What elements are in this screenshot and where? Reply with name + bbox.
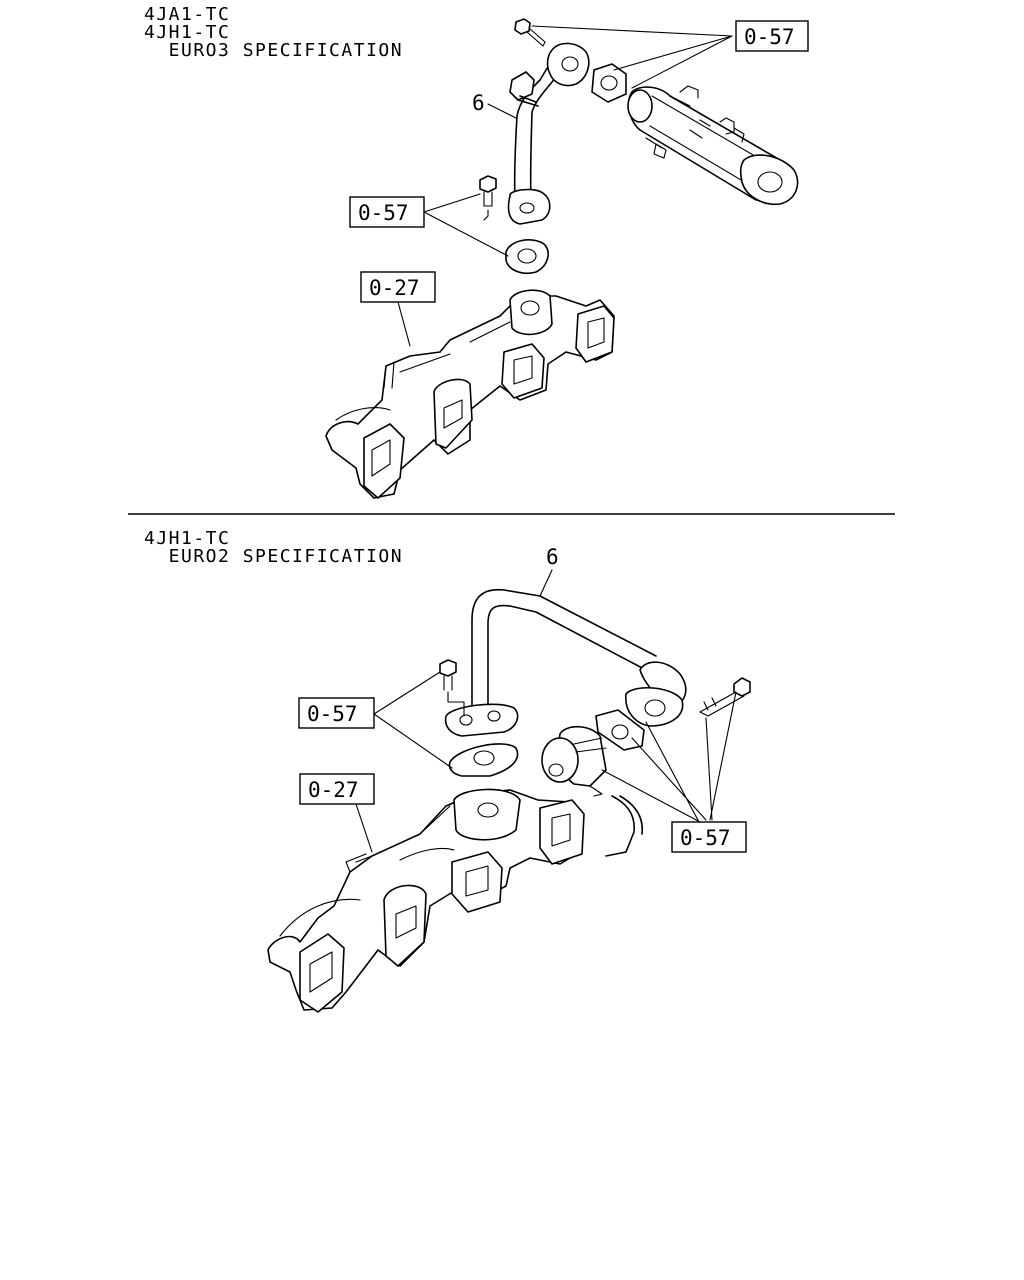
bottom-section: 4JH1-TC EURO2 SPECIFICATION 6 0-57 (144, 528, 751, 1013)
bottom-ref-valve-hardware: 0-57 (601, 691, 747, 853)
top-egr-pipe: 6 (472, 42, 590, 225)
top-flange-bolt (479, 175, 497, 221)
top-ref-bolts-gasket: 0-57 (531, 20, 809, 89)
top-egr-cooler (627, 85, 799, 206)
top-small-bolt (514, 18, 546, 47)
top-ref-bolts-gasket-label: 0-57 (744, 25, 795, 49)
bottom-egr-valve (541, 725, 644, 857)
bottom-right-bolt (699, 677, 751, 717)
bottom-ref-manifold-label: 0-27 (308, 778, 359, 802)
bottom-heading-line-1: 4JH1-TC (144, 528, 230, 549)
bottom-exhaust-manifold (267, 788, 585, 1013)
bottom-flange-bolt (439, 659, 465, 717)
bottom-pipe-gasket (625, 686, 684, 727)
bottom-ref-valve-hardware-label: 0-57 (680, 826, 731, 850)
bottom-pipe-label: 6 (546, 545, 559, 569)
top-ref-manifold-label: 0-27 (369, 276, 420, 300)
bottom-valve-gasket (595, 709, 645, 751)
top-heading-line-3: EURO3 SPECIFICATION (144, 40, 403, 61)
top-exhaust-manifold (325, 289, 615, 499)
bottom-ref-flange-gasket-label: 0-57 (307, 702, 358, 726)
top-flange-gasket (505, 239, 549, 275)
bottom-ref-manifold: 0-27 (299, 773, 375, 853)
top-ref-manifold: 0-27 (360, 271, 436, 347)
top-pipe-gasket (591, 63, 627, 103)
top-section: 4JA1-TC 4JH1-TC EURO3 SPECIFICATION 6 (144, 4, 809, 499)
top-ref-flange-gasket: 0-57 (349, 193, 509, 257)
top-heading-line-1: 4JA1-TC (144, 4, 230, 25)
bottom-heading-line-2: EURO2 SPECIFICATION (144, 546, 403, 567)
top-pipe-label: 6 (472, 91, 485, 115)
top-ref-flange-gasket-label: 0-57 (358, 201, 409, 225)
bottom-flange-gasket (448, 743, 519, 777)
bottom-ref-flange-gasket: 0-57 (298, 671, 453, 769)
top-heading-line-2: 4JH1-TC (144, 22, 230, 43)
